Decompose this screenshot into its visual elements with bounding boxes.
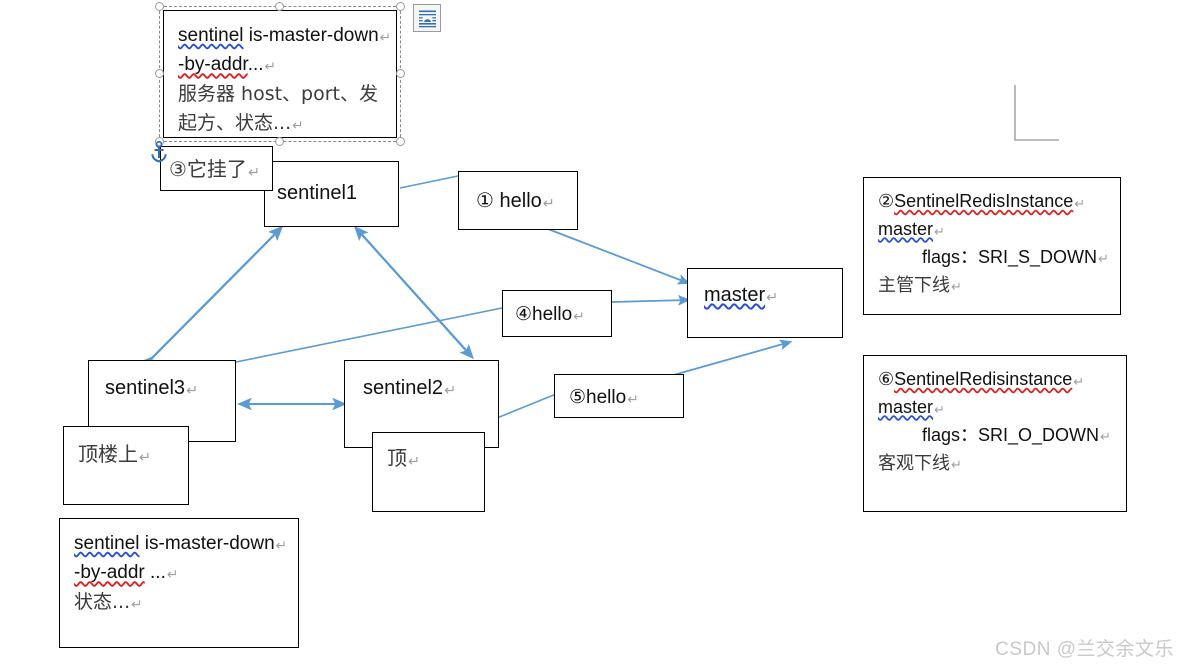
note-bottom-line-2: -by-addr ...↵ — [74, 562, 179, 584]
note-top-line-2: -by-addr...↵ — [178, 54, 277, 76]
textbox-sri-s-down[interactable]: ②SentinelRedisInstance↵ master↵ flags：SR… — [863, 177, 1121, 315]
note-top-line-4: 起方、状态...↵ — [178, 112, 304, 135]
connector-hello1-to-master — [547, 228, 691, 285]
sri-o-down-line-3: flags：SRI_O_DOWN↵ — [922, 424, 1111, 445]
resize-handle-s[interactable] — [275, 137, 284, 146]
resize-handle-se[interactable] — [396, 137, 405, 146]
sentinel2-label: sentinel2↵ — [363, 377, 457, 399]
hello-4-label: ④hello↵ — [515, 304, 585, 325]
resize-handle-w[interactable] — [155, 69, 164, 78]
connector-sentinel3-to-sentinel1 — [151, 225, 284, 359]
resize-handle-n[interactable] — [275, 2, 284, 11]
sri-o-down-line-1: ⑥SentinelRedisinstance↵ — [878, 369, 1085, 389]
sentinel1-label: sentinel1 — [277, 182, 358, 204]
connector-hello5-to-master — [669, 339, 793, 377]
connector-sentinel1-to-hello1 — [399, 175, 459, 189]
connector-sentinel2-to-hello5 — [491, 393, 557, 421]
textbox-top-short[interactable]: 顶↵ — [372, 432, 485, 512]
resize-handle-nw[interactable] — [155, 2, 164, 11]
sri-s-down-line-2: master↵ — [878, 218, 945, 239]
hello-5-label: ⑤hello↵ — [569, 387, 639, 408]
anchor-icon — [150, 140, 168, 168]
textbox-it-died[interactable]: ③它挂了↵ — [160, 146, 273, 191]
connector-sentinel2-to-sentinel1 — [354, 225, 473, 358]
layout-options-icon[interactable] — [413, 4, 441, 32]
resize-handle-ne[interactable] — [396, 2, 405, 11]
sri-o-down-line-4: 客观下线↵ — [878, 452, 962, 474]
note-top-line-3: 服务器 host、port、发 — [178, 82, 379, 105]
resize-handle-e[interactable] — [396, 69, 405, 78]
textbox-hello-5[interactable]: ⑤hello↵ — [554, 374, 684, 418]
master-label: master↵ — [704, 284, 779, 306]
textbox-hello-1[interactable]: ① hello↵ — [458, 171, 578, 230]
note-bottom-line-1: sentinel is-master-down↵ — [74, 533, 288, 554]
note-top-line-1: sentinel is-master-down↵ — [178, 25, 392, 46]
sri-o-down-line-2: master↵ — [878, 396, 945, 417]
top-short-label: 顶↵ — [387, 446, 421, 470]
page-margin-corner-icon — [1014, 85, 1060, 146]
sri-s-down-line-1: ②SentinelRedisInstance↵ — [878, 191, 1086, 211]
textbox-master[interactable]: master↵ — [687, 268, 843, 338]
textbox-sentinel-is-master-down-top[interactable]: sentinel is-master-down↵ -by-addr...↵ 服务… — [163, 10, 397, 138]
csdn-watermark: CSDN @兰交余文乐 — [995, 639, 1174, 660]
textbox-hello-4[interactable]: ④hello↵ — [502, 290, 612, 337]
top-floor-label: 顶楼上↵ — [78, 442, 152, 466]
sentinel3-label: sentinel3↵ — [105, 377, 199, 399]
note-bottom-line-3: 状态...↵ — [74, 590, 143, 613]
textbox-sentinel-is-master-down-bottom[interactable]: sentinel is-master-down↵ -by-addr ...↵ 状… — [59, 518, 299, 648]
it-died-label: ③它挂了↵ — [169, 157, 260, 181]
textbox-top-floor[interactable]: 顶楼上↵ — [63, 426, 189, 505]
connector-sentinel3-to-hello4 — [235, 307, 503, 363]
connector-hello4-to-master — [611, 294, 691, 306]
sri-s-down-line-3: flags：SRI_S_DOWN↵ — [922, 246, 1109, 267]
textbox-sentinel1[interactable]: sentinel1 — [264, 161, 399, 227]
sri-s-down-line-4: 主管下线↵ — [878, 274, 962, 296]
hello-1-label: ① hello↵ — [476, 190, 555, 212]
textbox-sri-o-down[interactable]: ⑥SentinelRedisinstance↵ master↵ flags：SR… — [863, 355, 1127, 512]
